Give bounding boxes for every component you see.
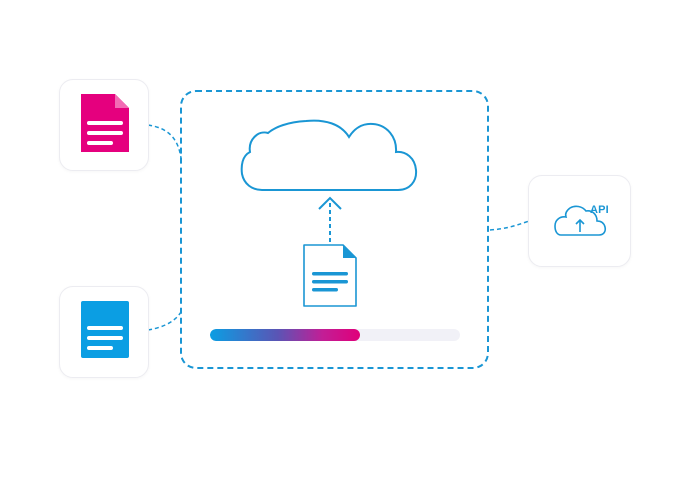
upload-area[interactable] xyxy=(180,90,489,369)
document-icon-blue xyxy=(81,301,129,358)
api-card[interactable] xyxy=(528,175,631,267)
source-card-pink[interactable] xyxy=(59,79,149,171)
connector-blue-to-box xyxy=(147,311,182,331)
document-icon-pink xyxy=(81,94,129,152)
cloud-upload-icon xyxy=(554,205,607,236)
connector-pink-to-box xyxy=(147,124,182,159)
source-card-blue[interactable] xyxy=(59,286,149,378)
upload-progress-bar xyxy=(210,329,460,341)
upload-progress-fill xyxy=(210,329,360,341)
api-label: API xyxy=(590,204,609,216)
connector-box-to-api xyxy=(489,220,530,231)
